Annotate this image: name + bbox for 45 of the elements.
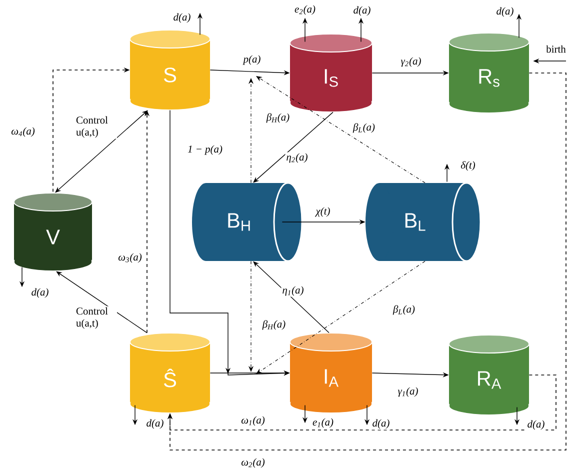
- arrow: [253, 261, 330, 334]
- arrow: [167, 374, 556, 430]
- cylinder: R$_{A}$: [448, 334, 530, 416]
- edge-label: p(a): [242, 54, 262, 66]
- edge-label: d(a): [371, 418, 391, 430]
- edge-label: η$_{1}$(a): [281, 285, 305, 297]
- horizontal-cylinder: B$_{H}$: [192, 182, 303, 262]
- edge-label: d(a): [495, 6, 515, 18]
- edge-label: d(a): [145, 418, 165, 430]
- edge-label: e$_{2}$(a): [294, 4, 316, 16]
- arrow: [256, 260, 426, 374]
- edge-label: β$_{L}$(a): [352, 122, 376, 134]
- cylinder: V: [14, 192, 92, 272]
- edge-label: Control u(a,t): [75, 115, 117, 139]
- arrow: [55, 110, 148, 193]
- cylinder: R$_{s}$: [448, 32, 530, 114]
- arrow: [253, 112, 334, 183]
- cylinder: S: [130, 30, 210, 110]
- edge-label: δ(t): [460, 160, 476, 172]
- edge-label: β$_{H}$(a): [261, 319, 287, 331]
- cylinder: Ŝ: [130, 332, 210, 414]
- edge-label: ω$_{1}$(a): [240, 415, 266, 427]
- cylinder: I$_{A}$: [290, 332, 372, 414]
- edge-label: ω$_{4}$(a): [10, 126, 36, 138]
- edge-label: ω$_{2}$(a): [240, 457, 266, 469]
- edge-label: Control u(a,t): [75, 306, 117, 330]
- edge-label: β$_{L}$(a): [392, 304, 416, 316]
- arrow: [256, 76, 426, 184]
- arrow: [167, 72, 566, 450]
- edge-label: 1 − p(a): [186, 144, 224, 156]
- horizontal-cylinder: B$_{L}$: [366, 182, 482, 262]
- edge-label: β$_{H}$(a): [265, 112, 291, 124]
- edge-label: d(a): [526, 419, 546, 431]
- arrow: [56, 271, 148, 334]
- edge-label: ω$_{3}$(a): [117, 252, 143, 264]
- edge-label: d(a): [172, 12, 192, 24]
- cylinder: I$_{S}$: [290, 34, 372, 112]
- edge-label: d(a): [352, 5, 372, 17]
- edge-label: e$_{1}$(a): [312, 417, 334, 429]
- edge-label: χ(t): [314, 206, 332, 218]
- edge-label: γ$_{2}$(a): [400, 56, 422, 68]
- edge-label: γ$_{1}$(a): [396, 386, 420, 398]
- edge-label: birth: [545, 44, 567, 54]
- edge-label: η$_{2}$(a): [285, 152, 309, 164]
- edge-label: d(a): [30, 287, 50, 299]
